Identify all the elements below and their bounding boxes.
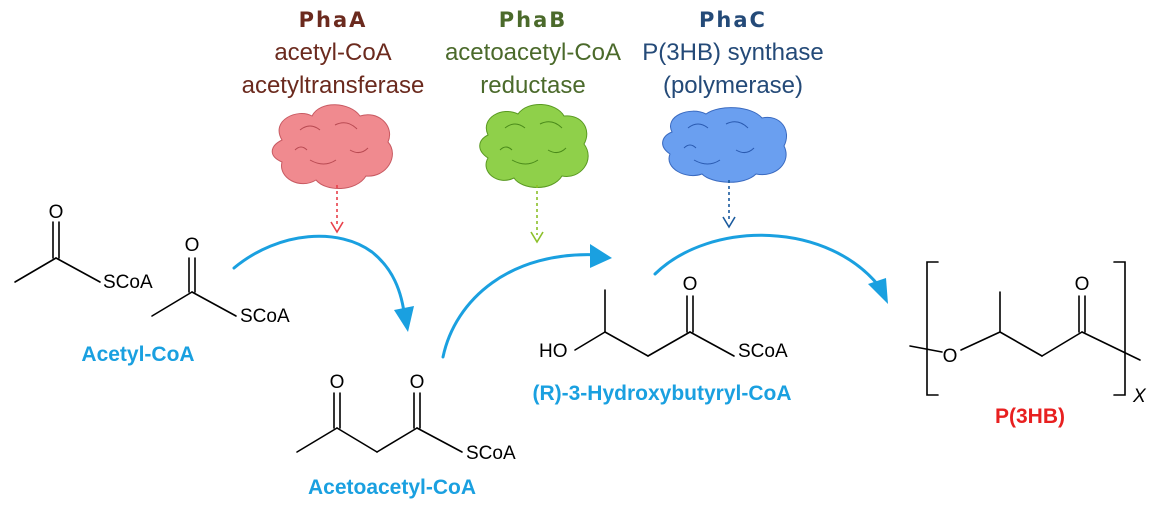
enzyme-phaa-blob <box>271 104 393 190</box>
enzyme-phab-name: PhaB <box>499 8 568 32</box>
phaa-catalysis-arrow <box>330 185 344 234</box>
enzyme-phac-desc-line2: (polymerase) <box>663 72 803 99</box>
enzyme-phab-blob <box>479 104 589 188</box>
p3hb-ester-oxygen: O <box>943 346 958 367</box>
acetyl-coa-oxygen: O <box>49 202 64 223</box>
hydroxybutyryl-coa-label: (R)-3-Hydroxybutyryl-CoA <box>532 382 791 405</box>
phac-catalysis-arrow <box>722 180 736 229</box>
acetoacetyl-coa-label: Acetoacetyl-CoA <box>308 476 476 499</box>
enzyme-phab-desc-line2: reductase <box>480 72 585 99</box>
acetyl-coa-2-oxygen: O <box>185 235 200 256</box>
acetyl-coa-structure-2: O SCoA <box>151 235 290 327</box>
p3hb-repeat-subscript: X <box>1132 386 1147 407</box>
enzyme-phab: PhaB acetoacetyl-CoA reductase <box>445 8 621 99</box>
enzyme-phaa-desc-line2: acetyltransferase <box>242 72 425 99</box>
reaction-arrow-2 <box>441 244 612 359</box>
acetoacetyl-coa-oxygen-1: O <box>330 372 345 393</box>
enzyme-phac-desc-line1: P(3HB) synthase <box>642 39 823 66</box>
acetyl-coa-label: Acetyl-CoA <box>81 343 194 366</box>
hydroxybutyryl-coa-oxygen: O <box>683 274 698 295</box>
enzyme-phab-desc-line1: acetoacetyl-CoA <box>445 39 621 66</box>
phab-catalysis-arrow <box>530 185 544 244</box>
p3hb-label: P(3HB) <box>995 405 1065 428</box>
acetyl-coa-structure-1: O SCoA <box>14 202 153 293</box>
enzyme-phac-blob <box>662 107 787 183</box>
acetoacetyl-coa-structure: O O SCoA <box>296 372 516 464</box>
acetoacetyl-coa-scoa: SCoA <box>466 443 516 464</box>
enzyme-phac: PhaC P(3HB) synthase (polymerase) <box>642 8 823 99</box>
enzyme-phaa: PhaA acetyl-CoA acetyltransferase <box>242 8 425 99</box>
hydroxybutyryl-coa-hydroxyl: HO <box>539 341 568 362</box>
acetyl-coa-scoa: SCoA <box>103 272 153 293</box>
enzyme-phaa-desc-line1: acetyl-CoA <box>274 39 391 66</box>
acetoacetyl-coa-oxygen-2: O <box>410 372 425 393</box>
p3hb-carbonyl-oxygen: O <box>1075 274 1090 295</box>
hydroxybutyryl-coa-structure: O HO SCoA <box>539 274 788 362</box>
enzyme-phaa-name: PhaA <box>299 8 368 32</box>
reaction-arrow-3 <box>653 233 888 304</box>
acetyl-coa-2-scoa: SCoA <box>240 306 290 327</box>
hydroxybutyryl-coa-scoa: SCoA <box>738 341 788 362</box>
reaction-arrow-1 <box>232 234 414 332</box>
p3hb-structure: O O X <box>909 261 1147 407</box>
enzyme-phac-name: PhaC <box>699 8 767 32</box>
